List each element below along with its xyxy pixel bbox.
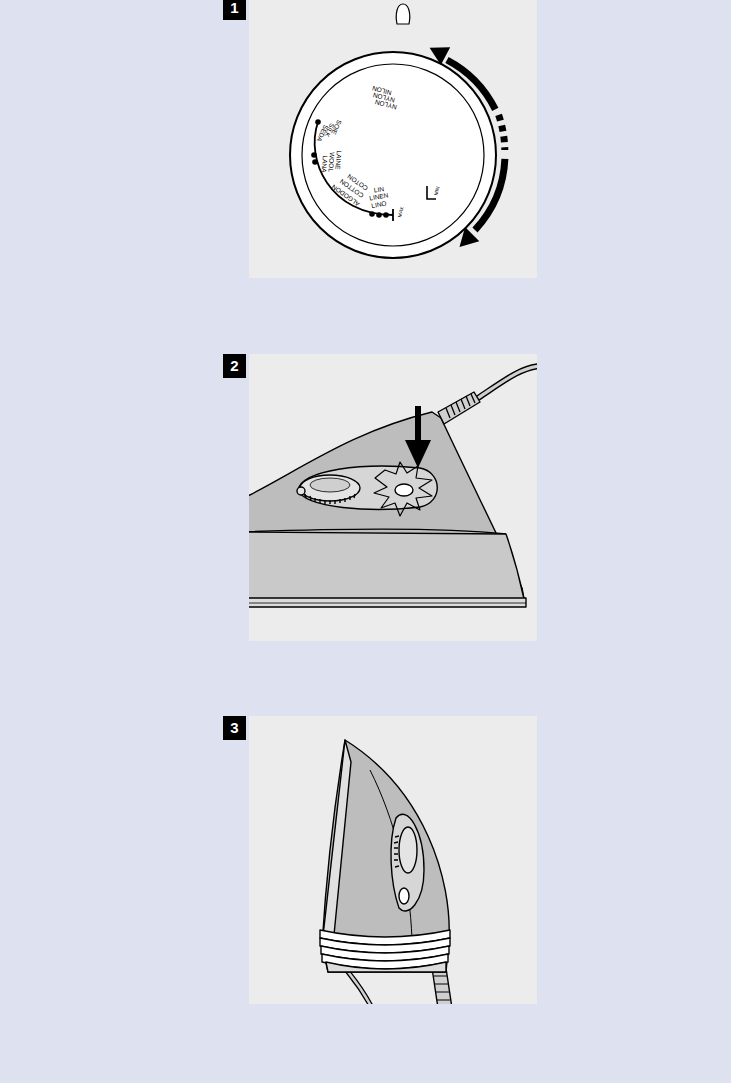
panel	[249, 716, 537, 1004]
arrow-head	[430, 47, 451, 65]
relief-ridges	[434, 976, 450, 1000]
dial-label: MIN	[433, 186, 440, 196]
temperature-dial	[399, 827, 417, 873]
heel	[326, 962, 446, 972]
strain-relief	[432, 968, 452, 1004]
arrow-head	[405, 440, 431, 468]
arrow-head	[460, 227, 480, 247]
handle-opening	[391, 814, 424, 911]
turn-arrow-dashes	[499, 115, 505, 150]
dial-label: LINO	[371, 200, 387, 209]
iron-skirt	[249, 532, 524, 599]
soleplate	[322, 740, 351, 945]
dot-mark	[311, 152, 317, 158]
dial-pointer	[297, 487, 305, 495]
dial-ridges	[394, 836, 399, 867]
dot-mark	[315, 119, 321, 125]
cord	[478, 366, 537, 398]
step-number: 3	[223, 716, 246, 740]
step-number: 1	[223, 0, 246, 20]
dial-face	[302, 64, 484, 246]
dot-mark	[376, 212, 382, 218]
dial-label: LANA	[320, 155, 328, 172]
soleplate-edge	[249, 603, 526, 604]
max-tick	[392, 209, 394, 221]
dot-mark	[383, 212, 389, 218]
dot-mark	[369, 211, 375, 217]
strain-relief	[438, 392, 480, 424]
pilot-light	[399, 888, 409, 904]
iron-body	[249, 412, 524, 599]
dial-ring	[290, 52, 496, 258]
dial-label: MAX	[397, 206, 405, 218]
dial-label: WOOL	[327, 152, 335, 172]
turn-arrow	[475, 159, 505, 230]
cord	[345, 968, 372, 1004]
soleplate	[249, 598, 526, 607]
dial-top	[310, 478, 350, 492]
temperature-dial	[300, 475, 360, 501]
turn-arrow	[447, 60, 495, 109]
step-number: 2	[223, 354, 246, 378]
cord-fill	[345, 968, 372, 1004]
dial-label: LAINE	[334, 150, 342, 169]
scale-line	[315, 122, 393, 215]
dial-label: SEDA	[315, 124, 328, 143]
light-burst	[374, 462, 432, 516]
panel	[249, 0, 537, 278]
relief-ridges	[446, 394, 475, 418]
cord-fill	[478, 366, 537, 398]
pilot-light	[395, 484, 413, 496]
index-marker	[396, 4, 410, 24]
press-arrow	[415, 406, 421, 444]
dial-ridges	[305, 494, 355, 504]
dot-mark	[312, 159, 318, 165]
